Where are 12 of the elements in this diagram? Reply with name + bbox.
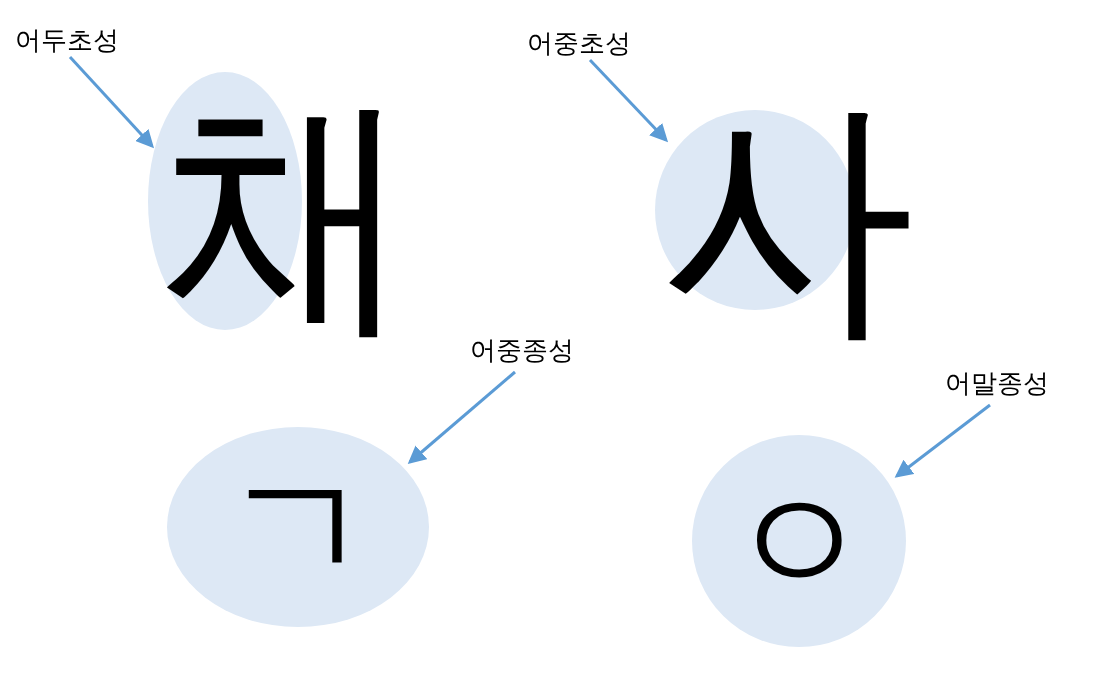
hangul-syllable: 채 — [160, 85, 415, 340]
callout-label: 어중초성 — [527, 30, 631, 56]
leader-arrow — [588, 58, 669, 143]
callout-label: 어두초성 — [15, 27, 119, 53]
leader-arrow — [68, 56, 155, 149]
hangul-letter: ㅇ — [724, 466, 874, 616]
callout-label: 어말종성 — [945, 370, 1049, 396]
callout-label: 어중종성 — [470, 337, 574, 363]
leader-arrow — [894, 403, 991, 478]
leader-arrow — [407, 370, 516, 464]
hangul-letter: ㄱ — [223, 452, 373, 602]
hangul-syllable: 사 — [660, 88, 915, 343]
